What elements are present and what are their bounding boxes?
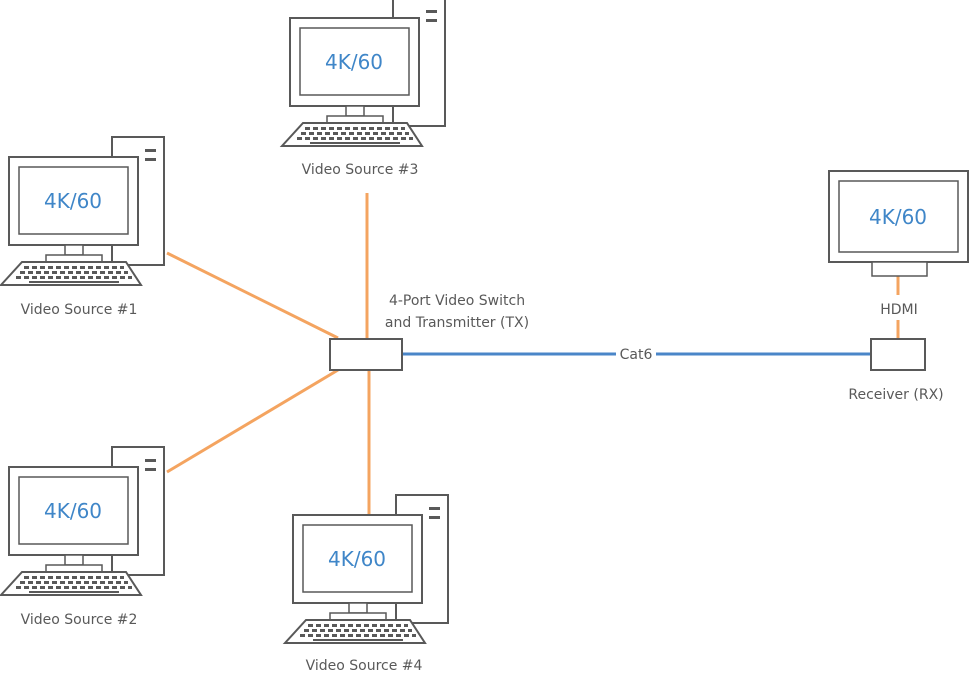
cable-source-2 [166,368,339,474]
switch-label-line1: 4-Port Video Switch [389,293,525,309]
source-4-screen-text: 4K/60 [328,547,386,571]
cable-source-1 [166,251,339,340]
source-1-label: Video Source #1 [21,302,138,318]
hdmi-label: HDMI [880,302,918,318]
source-3-label: Video Source #3 [302,162,419,178]
source-3-screen-text: 4K/60 [325,50,383,74]
video-source-1: 4K/60 [0,136,165,286]
switch-label-line2: and Transmitter (TX) [385,315,529,331]
cat6-label-backdrop [616,344,656,364]
video-source-2: 4K/60 [0,446,165,596]
receiver-rx [870,338,926,371]
display-screen-text: 4K/60 [869,205,927,229]
display-monitor: 4K/60 [828,170,969,277]
source-2-label: Video Source #2 [21,612,138,628]
cat6-label: Cat6 [620,347,653,363]
source-4-label: Video Source #4 [306,658,423,674]
video-source-4: 4K/60 [284,494,449,644]
video-switch-transmitter [329,338,403,371]
video-source-3: 4K/60 [281,0,446,147]
cables [166,193,900,515]
source-2-screen-text: 4K/60 [44,499,102,523]
source-1-screen-text: 4K/60 [44,189,102,213]
receiver-label: Receiver (RX) [848,387,943,403]
